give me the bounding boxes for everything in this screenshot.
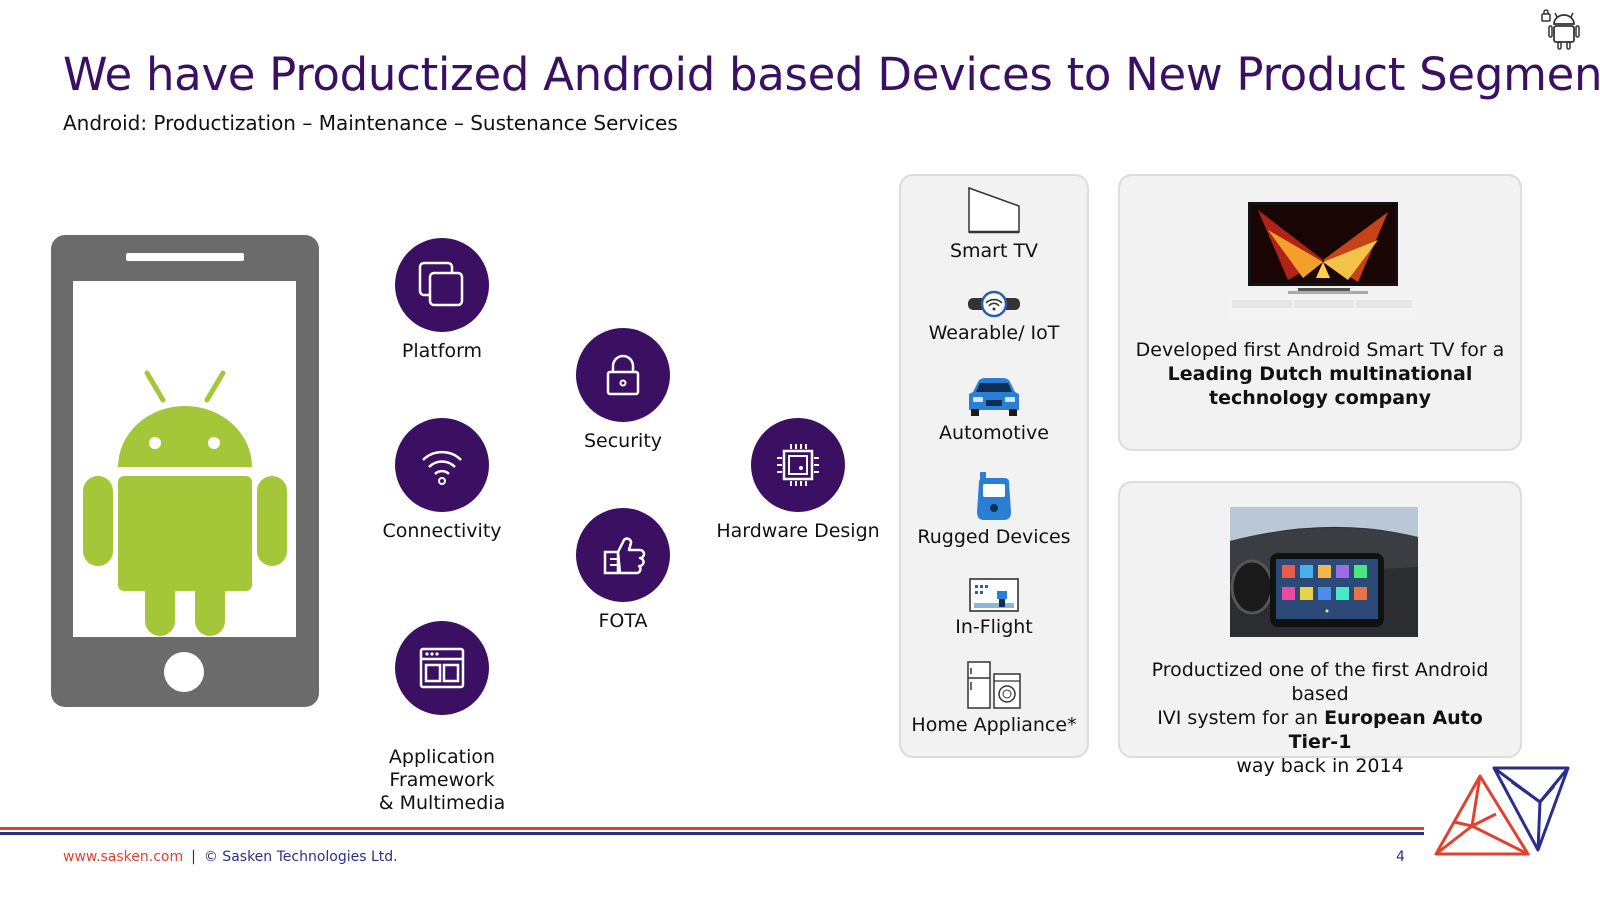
phone-home-button (164, 652, 204, 692)
segment-label: Wearable/ IoT (928, 322, 1060, 344)
segment-wearable-iot: Wearable/ IoT (901, 290, 1087, 344)
tv-icon (968, 186, 1020, 234)
platform-icon (395, 238, 489, 332)
chip-icon (751, 418, 845, 512)
feature-fota: FOTA (518, 508, 728, 633)
feature-hardware-design: Hardware Design (693, 418, 903, 543)
wifi-icon (395, 418, 489, 512)
in-flight-icon (969, 578, 1019, 612)
segment-label: Home Appliance* (911, 714, 1077, 736)
rugged-device-icon (977, 472, 1011, 520)
feature-label: Platform (401, 340, 483, 362)
page-title: We have Productized Android based Device… (63, 48, 1600, 101)
phone-screen (73, 281, 296, 637)
footer-divider-navy (0, 832, 1424, 835)
feature-security: Security (518, 328, 728, 453)
footer-divider-red (0, 827, 1424, 830)
feature-label: Connectivity (382, 520, 502, 542)
smart-tv-case-client: Leading Dutch multinational technology c… (1167, 363, 1473, 409)
car-infotainment-photo (1230, 507, 1418, 637)
segment-label: Automotive (939, 422, 1049, 444)
android-lock-icon (1541, 9, 1580, 50)
android-robot-icon (83, 370, 287, 636)
feature-platform: Platform (337, 238, 547, 363)
smart-tv-photo (1228, 202, 1416, 320)
segment-rugged-devices: Rugged Devices (901, 472, 1087, 548)
smartphone-illustration (51, 235, 319, 707)
ivi-case-text: Productized one of the first Android bas… (1130, 658, 1510, 778)
page-number: 4 (1396, 849, 1405, 865)
smart-tv-case-card: Developed first Android Smart TV for a L… (1118, 174, 1522, 451)
ivi-case-line3: way back in 2014 (1236, 755, 1404, 777)
app-window-icon (395, 621, 489, 715)
ivi-case-card: Productized one of the first Android bas… (1118, 481, 1522, 777)
smart-tv-case-line1: Developed first Android Smart TV for a (1135, 339, 1505, 361)
phone-speaker (126, 253, 244, 261)
ivi-case-line1: Productized one of the first Android bas… (1151, 659, 1489, 705)
smartwatch-icon (968, 290, 1020, 318)
footer-website-link[interactable]: www.sasken.com (63, 849, 184, 865)
car-icon (969, 378, 1019, 416)
ivi-case-line2-prefix: IVI system for an (1157, 707, 1325, 729)
segment-label: In-Flight (955, 616, 1033, 638)
smart-tv-case-text: Developed first Android Smart TV for a L… (1130, 338, 1510, 410)
segment-label: Smart TV (949, 240, 1039, 262)
sasken-logo-icon (1434, 766, 1570, 856)
footer: www.sasken.com | © Sasken Technologies Ltd… (63, 849, 398, 865)
feature-label: Application Framework & Multimedia (378, 746, 506, 814)
feature-label: Security (583, 430, 663, 452)
ivi-case-client: European Auto Tier-1 (1288, 707, 1483, 753)
feature-label: Hardware Design (716, 520, 880, 542)
footer-separator: | (191, 849, 196, 865)
segment-smart-tv: Smart TV (901, 186, 1087, 262)
segment-home-appliance: Home Appliance* (901, 660, 1087, 736)
thumbs-up-icon (576, 508, 670, 602)
feature-connectivity: Connectivity (337, 418, 547, 543)
segment-automotive: Automotive (901, 376, 1087, 444)
lock-icon (576, 328, 670, 422)
feature-label: FOTA (598, 610, 648, 632)
ivi-case-line2: IVI system for an European Auto Tier-1 (1130, 706, 1510, 754)
feature-app-framework: Application Framework & Multimedia (337, 598, 547, 838)
footer-copyright: © Sasken Technologies Ltd. (203, 849, 398, 865)
product-segments-panel: Smart TV Wearable/ IoT Automotive Rugged… (899, 174, 1089, 758)
segment-in-flight: In-Flight (901, 578, 1087, 638)
segment-label: Rugged Devices (917, 526, 1071, 548)
home-appliance-icon (967, 661, 1021, 709)
page-subtitle: Android: Productization – Maintenance – … (63, 111, 678, 135)
